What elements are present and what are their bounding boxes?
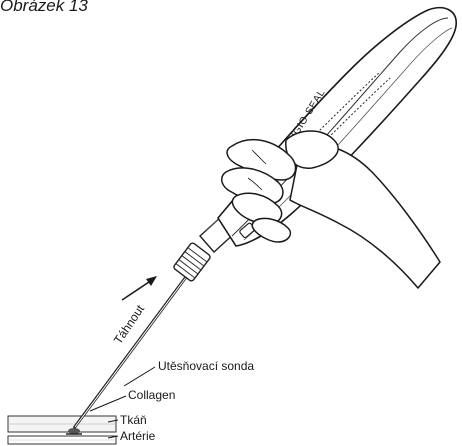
tissue-artery-layers — [8, 416, 116, 444]
sealing-probe — [74, 276, 187, 428]
collagen-label: Collagen — [128, 388, 175, 402]
pull-label: Táhnout — [111, 302, 148, 347]
hand — [222, 131, 440, 288]
artery-label: Artérie — [120, 429, 156, 443]
pull-arrow — [122, 276, 157, 300]
tissue-label: Tkáň — [120, 413, 147, 427]
sealing-probe-label: Utěsňovací sonda — [158, 359, 254, 373]
collagen-plug — [68, 428, 80, 434]
hub-connector — [173, 242, 211, 282]
